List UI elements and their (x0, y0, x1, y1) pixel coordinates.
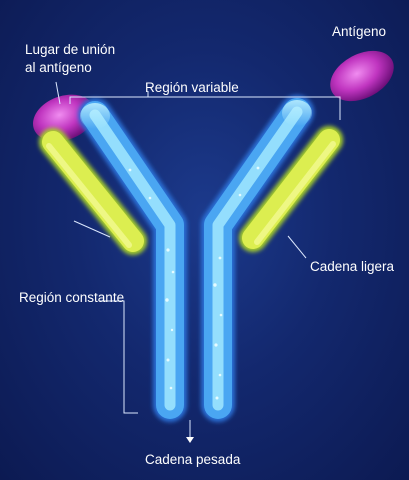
heavy-chain-left (78, 98, 187, 422)
label-light-chain: Cadena ligera (310, 259, 395, 274)
heavy-chain-arrowhead (186, 437, 194, 443)
label-constant-region: Región constante (19, 290, 125, 305)
antigen-blob-free (330, 50, 394, 102)
light-chain-left (39, 128, 147, 255)
label-antigen-binding-site: Lugar de unión al antígeno (25, 42, 116, 75)
heavy-chain-right (201, 95, 314, 422)
label-heavy-chain: Cadena pesada (145, 452, 241, 467)
heavy-chain-sparkles (128, 166, 260, 400)
variable-tip-glow-left (80, 103, 110, 129)
leader-lines (55, 81, 341, 437)
label-antigen: Antígeno (332, 24, 387, 39)
label-variable-region: Región variable (145, 80, 239, 95)
light-chain-right (239, 126, 343, 252)
variable-tip-glow-right (282, 100, 312, 126)
